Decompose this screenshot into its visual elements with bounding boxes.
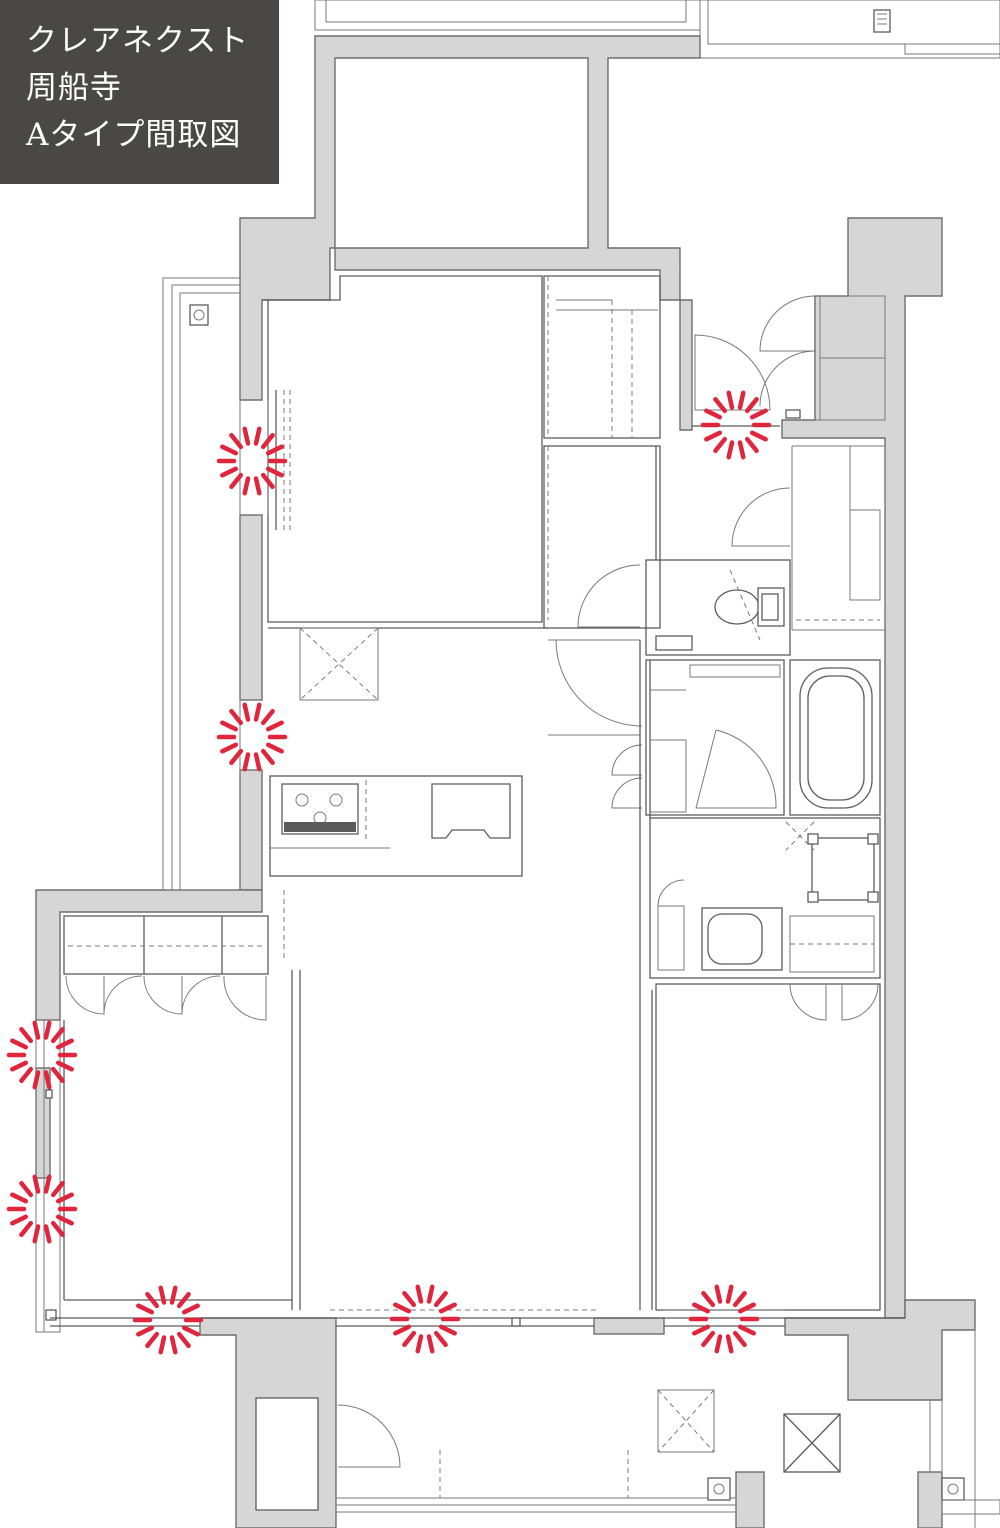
neighbor-structures [314,0,1000,59]
west-balcony [35,277,241,1333]
laundry [649,817,881,979]
marker-west-window-lower [6,1174,78,1244]
marker-west-window-upper [6,1020,78,1090]
marker-layer [6,390,772,1355]
marker-living-window [389,1284,461,1354]
south-facade [50,1309,905,1327]
location-name: 周船寺 [26,70,122,106]
ldk [269,627,653,1310]
room-bedroom-south [655,983,881,1311]
marker-bedroom-south-window [688,1284,760,1354]
hallway [543,445,886,631]
title-panel: クレアネクスト 周船寺 Aタイプ間取図 [0,0,279,184]
room-bedroom-upper [262,275,661,629]
toilet-room [577,559,791,656]
washroom-bath [611,659,881,820]
marker-utility-door [700,390,772,460]
marker-kitchen-door [216,702,288,772]
building-name: クレアネクスト [26,23,250,59]
plan-type-label: Aタイプ間取図 [26,117,242,153]
south-balcony [335,1330,1000,1528]
room-bedroom-west [63,915,292,1301]
marker-bedroom-window [216,426,288,496]
marker-balcony-door-west [132,1285,204,1355]
